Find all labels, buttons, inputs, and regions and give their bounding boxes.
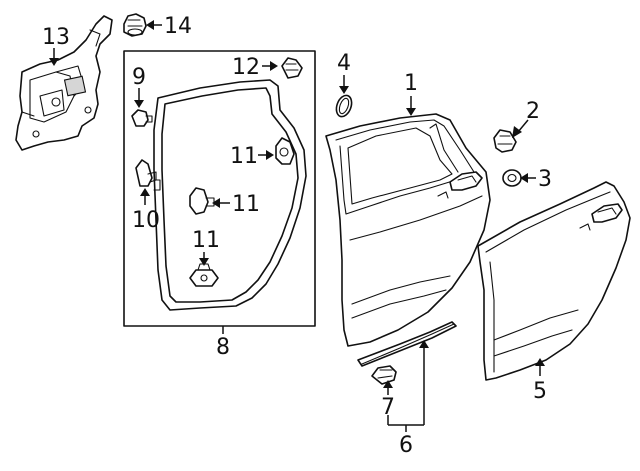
part-10-clip xyxy=(135,159,157,187)
part-11-clip-lower xyxy=(189,263,219,287)
callout-5: 5 xyxy=(533,379,547,404)
part-9-clip xyxy=(131,109,153,127)
callout-7: 7 xyxy=(381,395,395,420)
callout-6: 6 xyxy=(399,433,413,458)
callout-9: 9 xyxy=(132,65,146,90)
callout-11-middle: 11 xyxy=(232,192,260,217)
callout-8: 8 xyxy=(216,335,230,360)
callout-14: 14 xyxy=(164,14,192,39)
part-12-clip xyxy=(281,57,303,79)
part-7-clip xyxy=(371,365,397,385)
callout-13: 13 xyxy=(42,25,70,50)
part-11-clip-upper xyxy=(275,137,295,165)
part-13-panel-bracket xyxy=(15,15,113,151)
callout-4: 4 xyxy=(337,51,351,76)
callout-2: 2 xyxy=(526,99,540,124)
callout-3: 3 xyxy=(538,167,552,192)
part-1-door-shell xyxy=(325,113,491,347)
callout-10: 10 xyxy=(132,208,160,233)
callout-12: 12 xyxy=(232,55,260,80)
part-11-clip-middle xyxy=(189,187,215,215)
part-6-molding xyxy=(357,321,457,367)
part-2-clip xyxy=(493,129,517,153)
leader-lines xyxy=(49,20,545,432)
part-14-clip xyxy=(123,13,147,37)
part-3-grommet xyxy=(502,169,522,187)
part-4-grommet xyxy=(335,94,353,118)
part-8-group-box xyxy=(123,50,316,327)
part-5-outer-skin xyxy=(477,181,631,381)
callout-1: 1 xyxy=(404,71,418,96)
callout-11-upper: 11 xyxy=(230,144,258,169)
callout-11-lower: 11 xyxy=(192,228,220,253)
part-8-weatherstrip xyxy=(153,79,307,311)
